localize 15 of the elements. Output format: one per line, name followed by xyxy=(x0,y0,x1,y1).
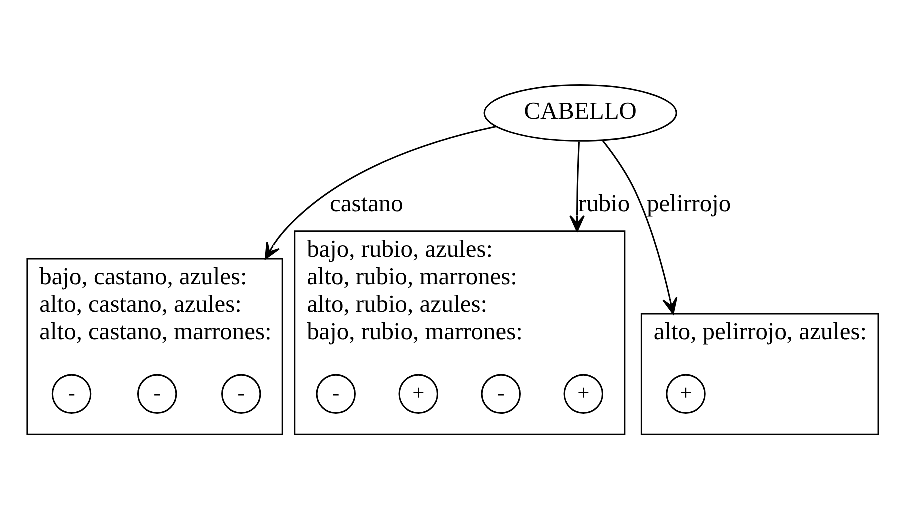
node-circle: - xyxy=(137,374,178,414)
edge-label: pelirrojo xyxy=(646,190,732,217)
arrow xyxy=(264,126,496,260)
edge-label: rubio xyxy=(578,190,630,217)
node-circle: + xyxy=(564,374,604,414)
node-circle: - xyxy=(481,374,521,414)
node-ellipse: CABELLO xyxy=(484,84,678,142)
node-circle: - xyxy=(222,374,262,414)
node-circle: - xyxy=(316,374,356,414)
edge-label: castano xyxy=(330,190,404,217)
node-circle: + xyxy=(398,374,438,414)
arrow xyxy=(570,141,585,232)
arrow xyxy=(602,140,678,314)
node-circle: + xyxy=(666,374,706,414)
node-circle: - xyxy=(52,374,92,414)
